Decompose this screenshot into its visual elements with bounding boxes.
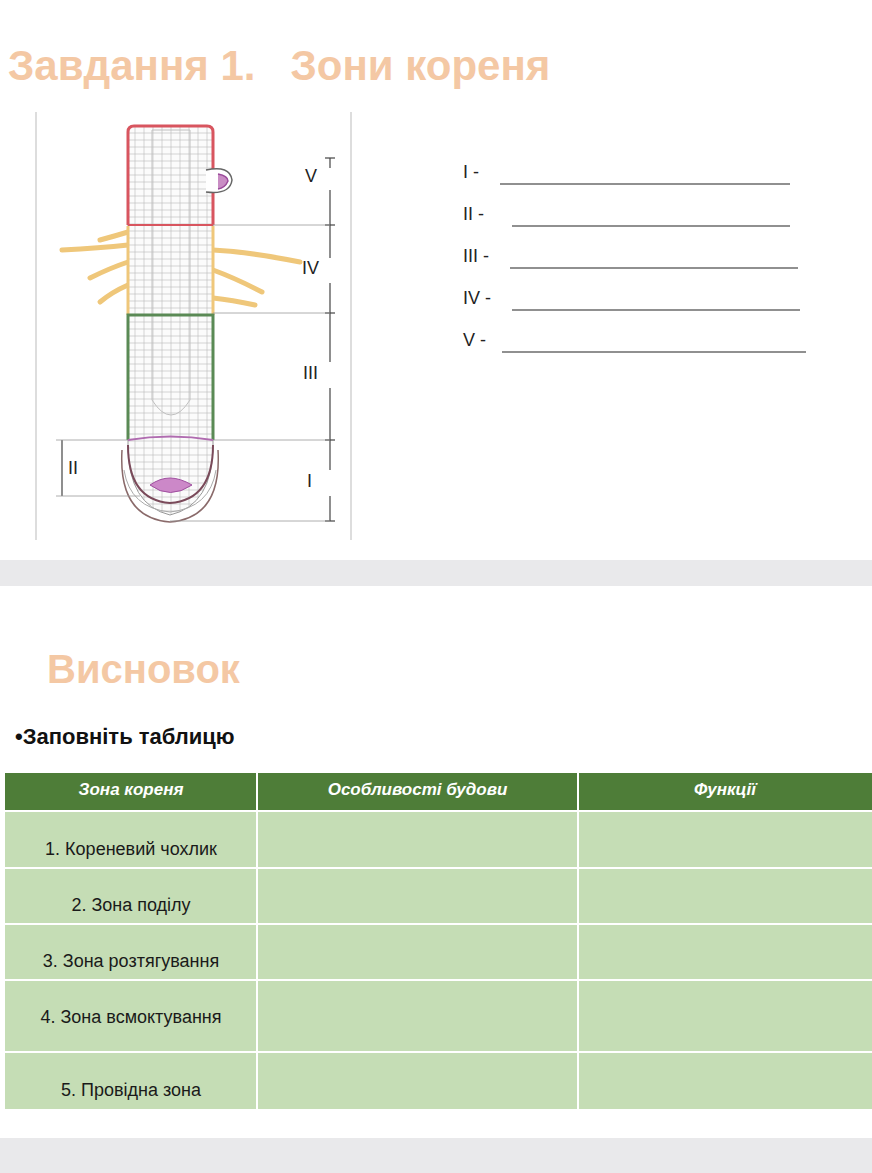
top-panel [0,0,872,560]
slide-title: Завдання 1. Зони кореня [8,42,550,90]
answer-label: II - [463,204,484,225]
answer-label: V - [463,330,486,351]
table-cell: 4. Зона всмоктування [5,1007,257,1028]
dimension-lines [56,158,335,521]
bottom-panel [0,586,872,1138]
table-cell: 5. Провідна зона [5,1080,257,1101]
root-illustration [62,126,300,522]
table-header: Зона кореня [5,780,257,800]
table-cell: 3. Зона розтягування [5,951,257,972]
answer-label: III - [463,246,489,267]
table [5,773,872,1109]
callout-number: IV [302,258,319,279]
section-heading: Висновок [47,646,240,692]
table-cell: 2. Зона поділу [5,895,257,916]
callout-number: III [303,363,318,384]
callout-number: I [307,471,312,492]
instruction: •Заповніть таблицю [15,724,235,749]
table-header: Особливості будови [257,780,578,800]
answer-lines [500,184,806,352]
table-cell: 1. Кореневий чохлик [5,839,257,860]
table-header: Функції [578,780,872,800]
callout-number: II [68,458,78,479]
answer-label: I - [463,162,479,183]
callout-number: V [305,166,317,187]
answer-label: IV - [463,288,491,309]
